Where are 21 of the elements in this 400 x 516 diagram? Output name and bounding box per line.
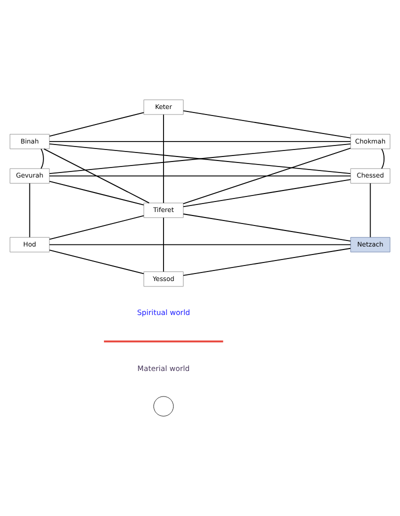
- connector: [182, 179, 351, 208]
- connector: [182, 248, 351, 276]
- connector: [182, 214, 351, 242]
- connector: [49, 175, 352, 176]
- connector: [49, 112, 144, 137]
- connector: [49, 141, 352, 142]
- node-circle: [153, 396, 174, 416]
- connector: [163, 114, 164, 204]
- connector: [163, 217, 164, 272]
- connector: [48, 250, 144, 274]
- connector: [182, 148, 351, 204]
- connector: [182, 110, 351, 138]
- connector: [370, 182, 371, 238]
- connector: [48, 180, 144, 206]
- connector: [49, 144, 351, 174]
- connector: [44, 148, 150, 204]
- connector: [29, 182, 30, 238]
- connector: [40, 148, 44, 169]
- connector: [381, 148, 385, 169]
- connector: [49, 215, 144, 240]
- connector: [49, 244, 352, 246]
